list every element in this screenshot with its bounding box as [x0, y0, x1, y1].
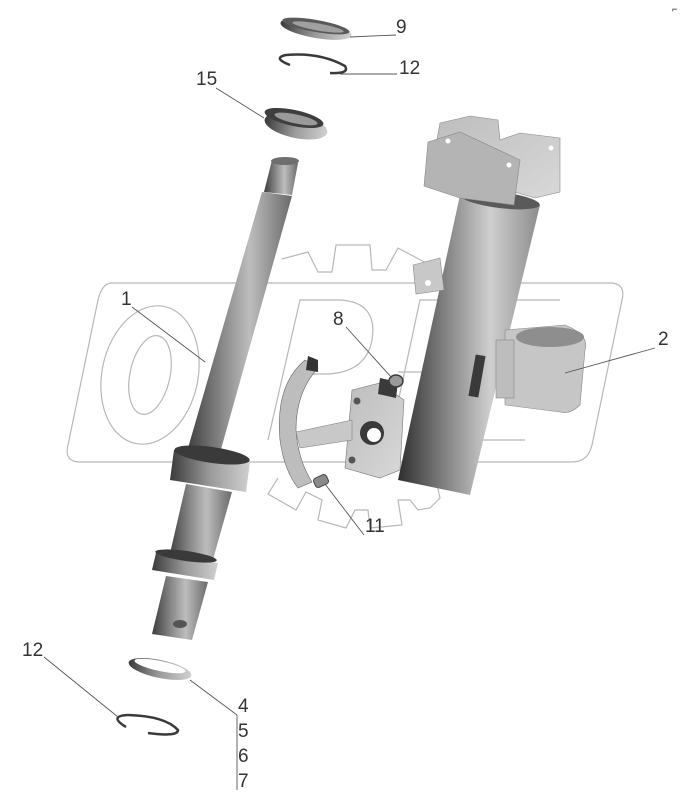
part-2-clamp-bracket — [495, 324, 587, 413]
callout-9: 9 — [396, 17, 407, 38]
callout-5: 5 — [238, 721, 249, 742]
callout-12-lower: 12 — [22, 640, 44, 661]
part-12-lower-retaining-ring — [116, 713, 180, 736]
part-12-upper-retaining-ring — [278, 53, 348, 75]
column-housing — [398, 115, 561, 495]
flange-bracket — [344, 378, 405, 479]
callout-7: 7 — [238, 771, 249, 792]
part-9-washer — [280, 17, 352, 40]
curved-lever — [279, 356, 353, 489]
part-15-bushing-ring — [264, 107, 328, 140]
callout-2: 2 — [658, 329, 669, 350]
callout-8: 8 — [333, 309, 344, 330]
callout-15: 15 — [196, 69, 218, 90]
corner-mark: ⌐ — [672, 4, 678, 14]
part-1-steering-shaft — [152, 157, 299, 640]
callout-12-upper: 12 — [399, 58, 421, 79]
part-4-lower-washer — [128, 657, 192, 681]
leader-lines — [43, 34, 656, 790]
watermark-gear — [267, 244, 441, 529]
callout-1: 1 — [121, 289, 132, 310]
part-8-nut — [388, 374, 404, 388]
callout-11: 11 — [365, 516, 385, 537]
callout-6: 6 — [238, 746, 249, 767]
callout-4: 4 — [238, 696, 249, 717]
